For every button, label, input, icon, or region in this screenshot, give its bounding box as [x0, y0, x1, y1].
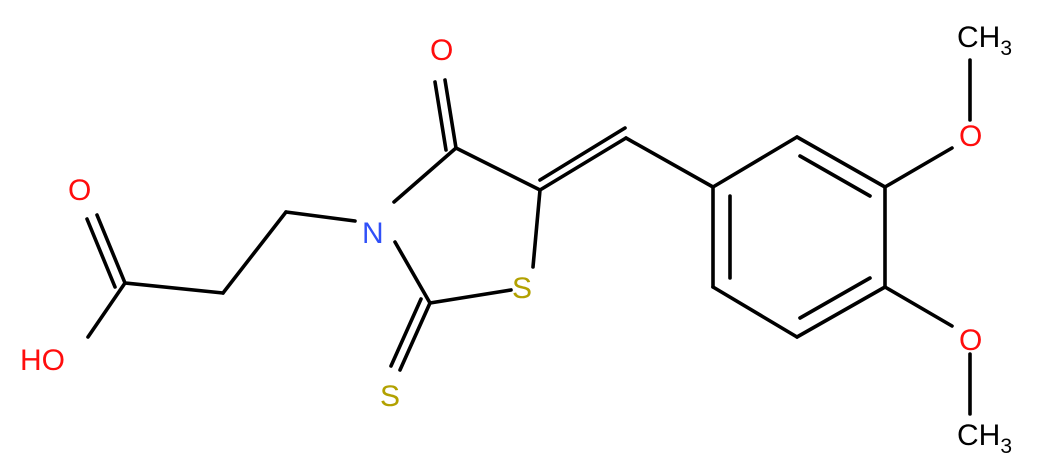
atom-ho-acid: HO: [20, 344, 65, 377]
atom-n-ring: N: [362, 217, 384, 250]
bond-ar-o-bottom: [883, 285, 954, 328]
bond-ar-2-inner: [798, 154, 872, 198]
bond-ar-5: [711, 285, 799, 339]
bond-ar-1: [711, 135, 799, 189]
bond-c5-ch-2: [538, 126, 627, 182]
bond-c4-o-1: [443, 78, 458, 150]
bond-ch2-ch2: [221, 210, 288, 295]
bond-ar-2: [795, 135, 887, 189]
bond-ar-o-top: [883, 146, 954, 189]
ch3-bottom-subscript: 3: [1000, 435, 1012, 458]
bond-n-c2: [393, 240, 432, 305]
bond-c-oh: [86, 281, 127, 339]
atom-s-ring: S: [512, 272, 532, 305]
atom-labels: O N S S O HO O CH3 O CH3: [20, 21, 1012, 458]
bond-n-c4: [392, 146, 458, 204]
bond-c5-ch-1: [538, 136, 628, 192]
bond-acid-ch2: [123, 281, 225, 295]
atom-o-methoxy-bottom: O: [959, 324, 982, 357]
bond-c2-s: [428, 288, 513, 305]
bond-ch2-n: [284, 210, 357, 223]
bond-c5-c4: [454, 146, 542, 192]
ch3-top-subscript: 3: [1000, 37, 1012, 60]
bond-ch-ring: [624, 136, 715, 189]
ch3-bottom-main: CH: [957, 419, 1000, 452]
atom-s-thioxo: S: [380, 380, 400, 413]
atom-o-methoxy-top: O: [959, 120, 982, 153]
bond-c-o-double-1: [95, 213, 127, 285]
ch3-top-main: CH: [957, 21, 1000, 54]
bond-c2-s-double-2: [389, 297, 423, 368]
bond-c4-o-2: [433, 80, 448, 152]
atom-o-ring-carbonyl: O: [430, 34, 453, 67]
bond-c2-s-double-1: [398, 301, 432, 372]
bond-c-o-double-2: [85, 217, 117, 289]
bond-ar-4: [795, 285, 887, 339]
bonds: [85, 58, 972, 416]
atom-ch3-bottom: CH3: [957, 419, 1012, 458]
bond-ar-4-inner: [798, 276, 872, 320]
atom-ch3-top: CH3: [957, 21, 1012, 60]
atom-o-acid-carbonyl: O: [68, 174, 91, 207]
bond-s-c5: [531, 188, 542, 269]
